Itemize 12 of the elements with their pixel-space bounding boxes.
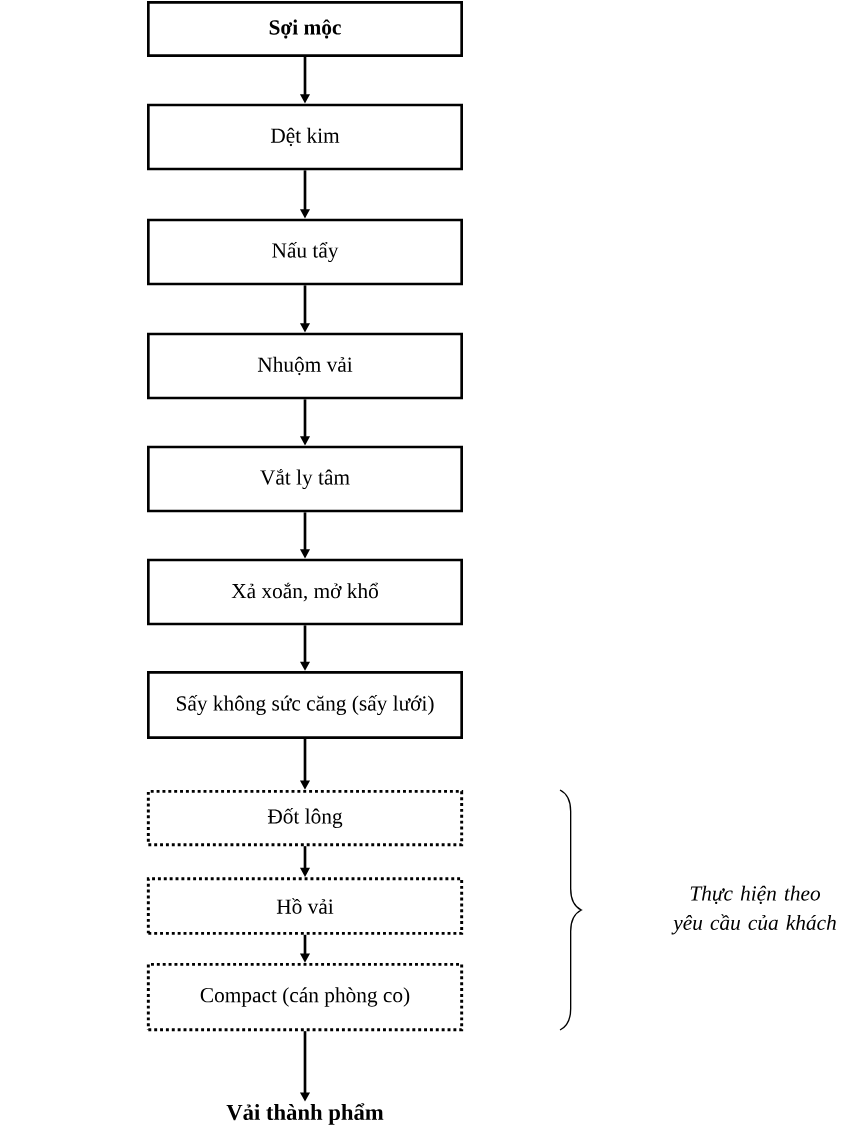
optional-step-box: Hồ vải (146, 877, 464, 935)
process-box: Vắt ly tâm (147, 445, 463, 513)
process-box: Sợi mộc (147, 1, 463, 57)
process-box: Sấy không sức căng (sấy lưới) (147, 671, 463, 739)
note-text: Thực hiện theo yêu cầu của khách (671, 885, 836, 935)
result-text: Vải thành phẩm (226, 1103, 384, 1125)
optional-step-box: Compact (cán phòng co) (146, 962, 464, 1032)
process-box: Xả xoắn, mở khổ (147, 558, 463, 626)
process-box: Nhuộm vải (147, 332, 463, 400)
process-box: Dệt kim (147, 103, 463, 171)
process-box: Nấu tẩy (147, 218, 463, 286)
optional-step-box: Đốt lông (146, 789, 464, 847)
